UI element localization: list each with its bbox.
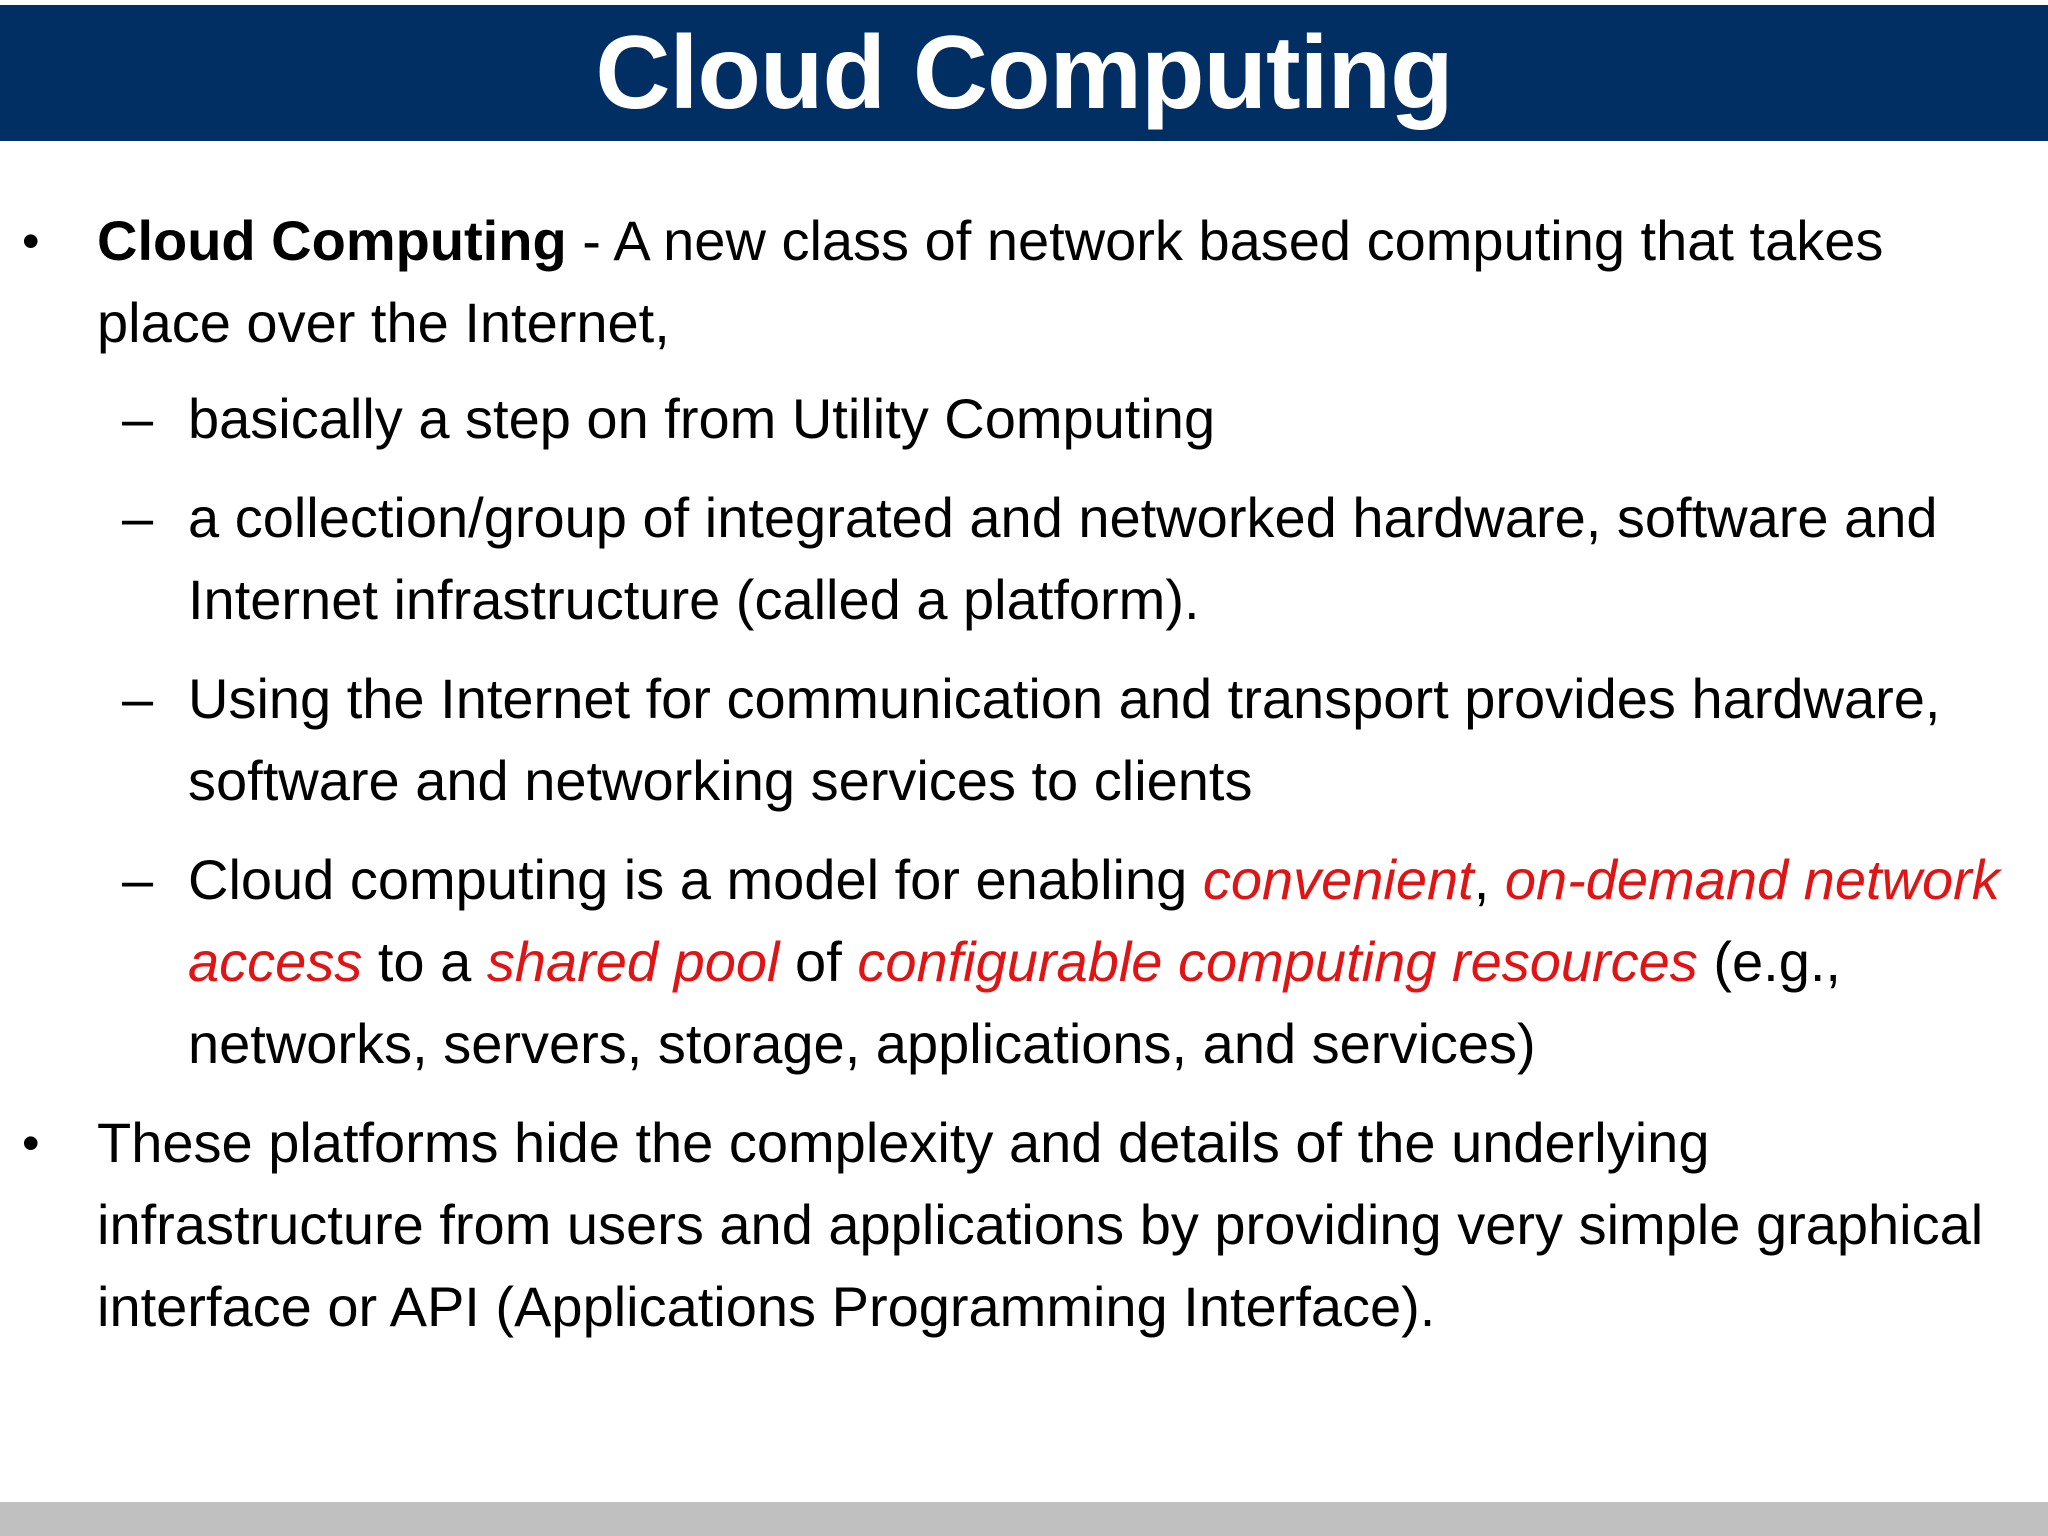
slide-content: • Cloud Computing - A new class of netwo… <box>0 200 2048 1362</box>
slide-title: Cloud Computing <box>595 15 1453 131</box>
definition-text: to a <box>362 930 487 993</box>
title-bar: Cloud Computing <box>0 5 2048 141</box>
bullet-item-platforms: • These platforms hide the complexity an… <box>0 1102 2048 1348</box>
sub-item-internet-services: – Using the Internet for communication a… <box>0 658 2048 822</box>
sub-marker: – <box>122 848 154 911</box>
emphasis-configurable: configurable computing resources <box>857 930 1698 993</box>
sub-marker: – <box>122 387 154 450</box>
sub-text: a collection/group of integrated and net… <box>188 486 1938 631</box>
sub-item-utility-computing: – basically a step on from Utility Compu… <box>0 378 2048 460</box>
bullet-term: Cloud Computing <box>97 209 567 272</box>
bullet-marker: • <box>22 1115 40 1171</box>
bullet-item-cloud-computing: • Cloud Computing - A new class of netwo… <box>0 200 2048 364</box>
sub-marker: – <box>122 486 154 549</box>
sub-marker: – <box>122 667 154 730</box>
bullet-text: These platforms hide the complexity and … <box>97 1111 1984 1338</box>
bullet-marker: • <box>22 213 40 269</box>
sub-item-definition: – Cloud computing is a model for enablin… <box>0 839 2048 1085</box>
emphasis-shared-pool: shared pool <box>486 930 780 993</box>
emphasis-on-demand: on-demand network access <box>188 848 2000 993</box>
footer-bar <box>0 1502 2048 1536</box>
bullet-text: - A new class of network based computing… <box>97 209 1884 354</box>
sub-text: Using the Internet for communication and… <box>188 667 1941 812</box>
definition-text: (e.g., networks, servers, storage, appli… <box>188 930 1841 1075</box>
definition-text: of <box>779 930 858 993</box>
definition-text: Cloud computing is a model for enabling <box>188 848 1203 911</box>
sub-item-platform: – a collection/group of integrated and n… <box>0 477 2048 641</box>
definition-text: , <box>1473 848 1505 911</box>
emphasis-convenient: convenient <box>1202 848 1474 911</box>
sub-text: basically a step on from Utility Computi… <box>188 387 1216 450</box>
